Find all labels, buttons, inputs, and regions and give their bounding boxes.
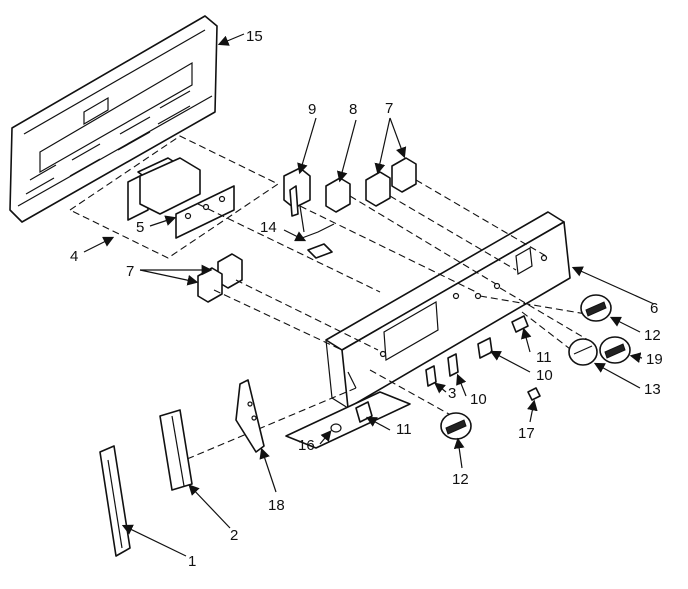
- switch-part-9: [283, 167, 311, 233]
- clip-part-10-lower: [447, 353, 459, 377]
- switch-part-7-left: [365, 171, 391, 207]
- end-cap-part-1: [99, 445, 131, 557]
- callout-5: 5: [136, 219, 144, 236]
- knob-part-12-lower: [440, 412, 472, 440]
- switch-part-7-lower-b: [197, 267, 223, 303]
- indicator-lens-part-17: [527, 387, 541, 401]
- end-cap-part-2: [159, 409, 193, 491]
- callout-17: 17: [518, 425, 535, 442]
- clip-part-11-upper: [511, 315, 529, 333]
- switch-part-7-right: [391, 157, 417, 193]
- switch-part-8: [325, 177, 351, 213]
- clip-part-10-upper: [477, 337, 493, 359]
- switch-assembly-part-5: [127, 157, 235, 239]
- callout-18: 18: [268, 497, 285, 514]
- callout-11-upper: 11: [536, 349, 552, 366]
- callout-11-lower: 11: [396, 421, 412, 438]
- thermostat-bulb-part-14: [301, 223, 335, 259]
- screw-part-16: [330, 423, 342, 433]
- callout-12-upper: 12: [644, 327, 661, 344]
- callout-3: 3: [448, 385, 456, 402]
- knob-part-19: [599, 336, 631, 364]
- callout-labels: 15 9 8 7 4 5 14 7 6 12 11 19 10 13 3 10 …: [70, 28, 663, 570]
- callout-15: 15: [246, 28, 263, 45]
- callout-leaders: [83, 33, 655, 557]
- knob-part-13: [568, 338, 598, 366]
- dashed-bracket-area-part-4: [68, 135, 280, 259]
- callout-7-left: 7: [126, 263, 134, 280]
- callout-19: 19: [646, 351, 663, 368]
- callout-7-top: 7: [385, 100, 393, 117]
- knob-part-12-upper: [580, 294, 612, 322]
- callout-8: 8: [349, 101, 357, 118]
- callout-6: 6: [650, 300, 658, 317]
- callout-1: 1: [188, 553, 196, 570]
- callout-12-lower: 12: [452, 471, 469, 488]
- callout-14: 14: [260, 219, 277, 236]
- callout-10-upper: 10: [536, 367, 553, 384]
- callout-10-lower: 10: [470, 391, 487, 408]
- side-bracket-part-18: [235, 379, 265, 453]
- callout-2: 2: [230, 527, 238, 544]
- assembly-leader-lines: [179, 179, 599, 463]
- callout-13: 13: [644, 381, 661, 398]
- callout-9: 9: [308, 101, 316, 118]
- callout-4: 4: [70, 248, 78, 265]
- control-panel-part-6: [325, 211, 571, 409]
- rear-panel-part-15: [9, 15, 218, 223]
- callout-16: 16: [298, 437, 315, 454]
- clip-part-3: [425, 365, 437, 387]
